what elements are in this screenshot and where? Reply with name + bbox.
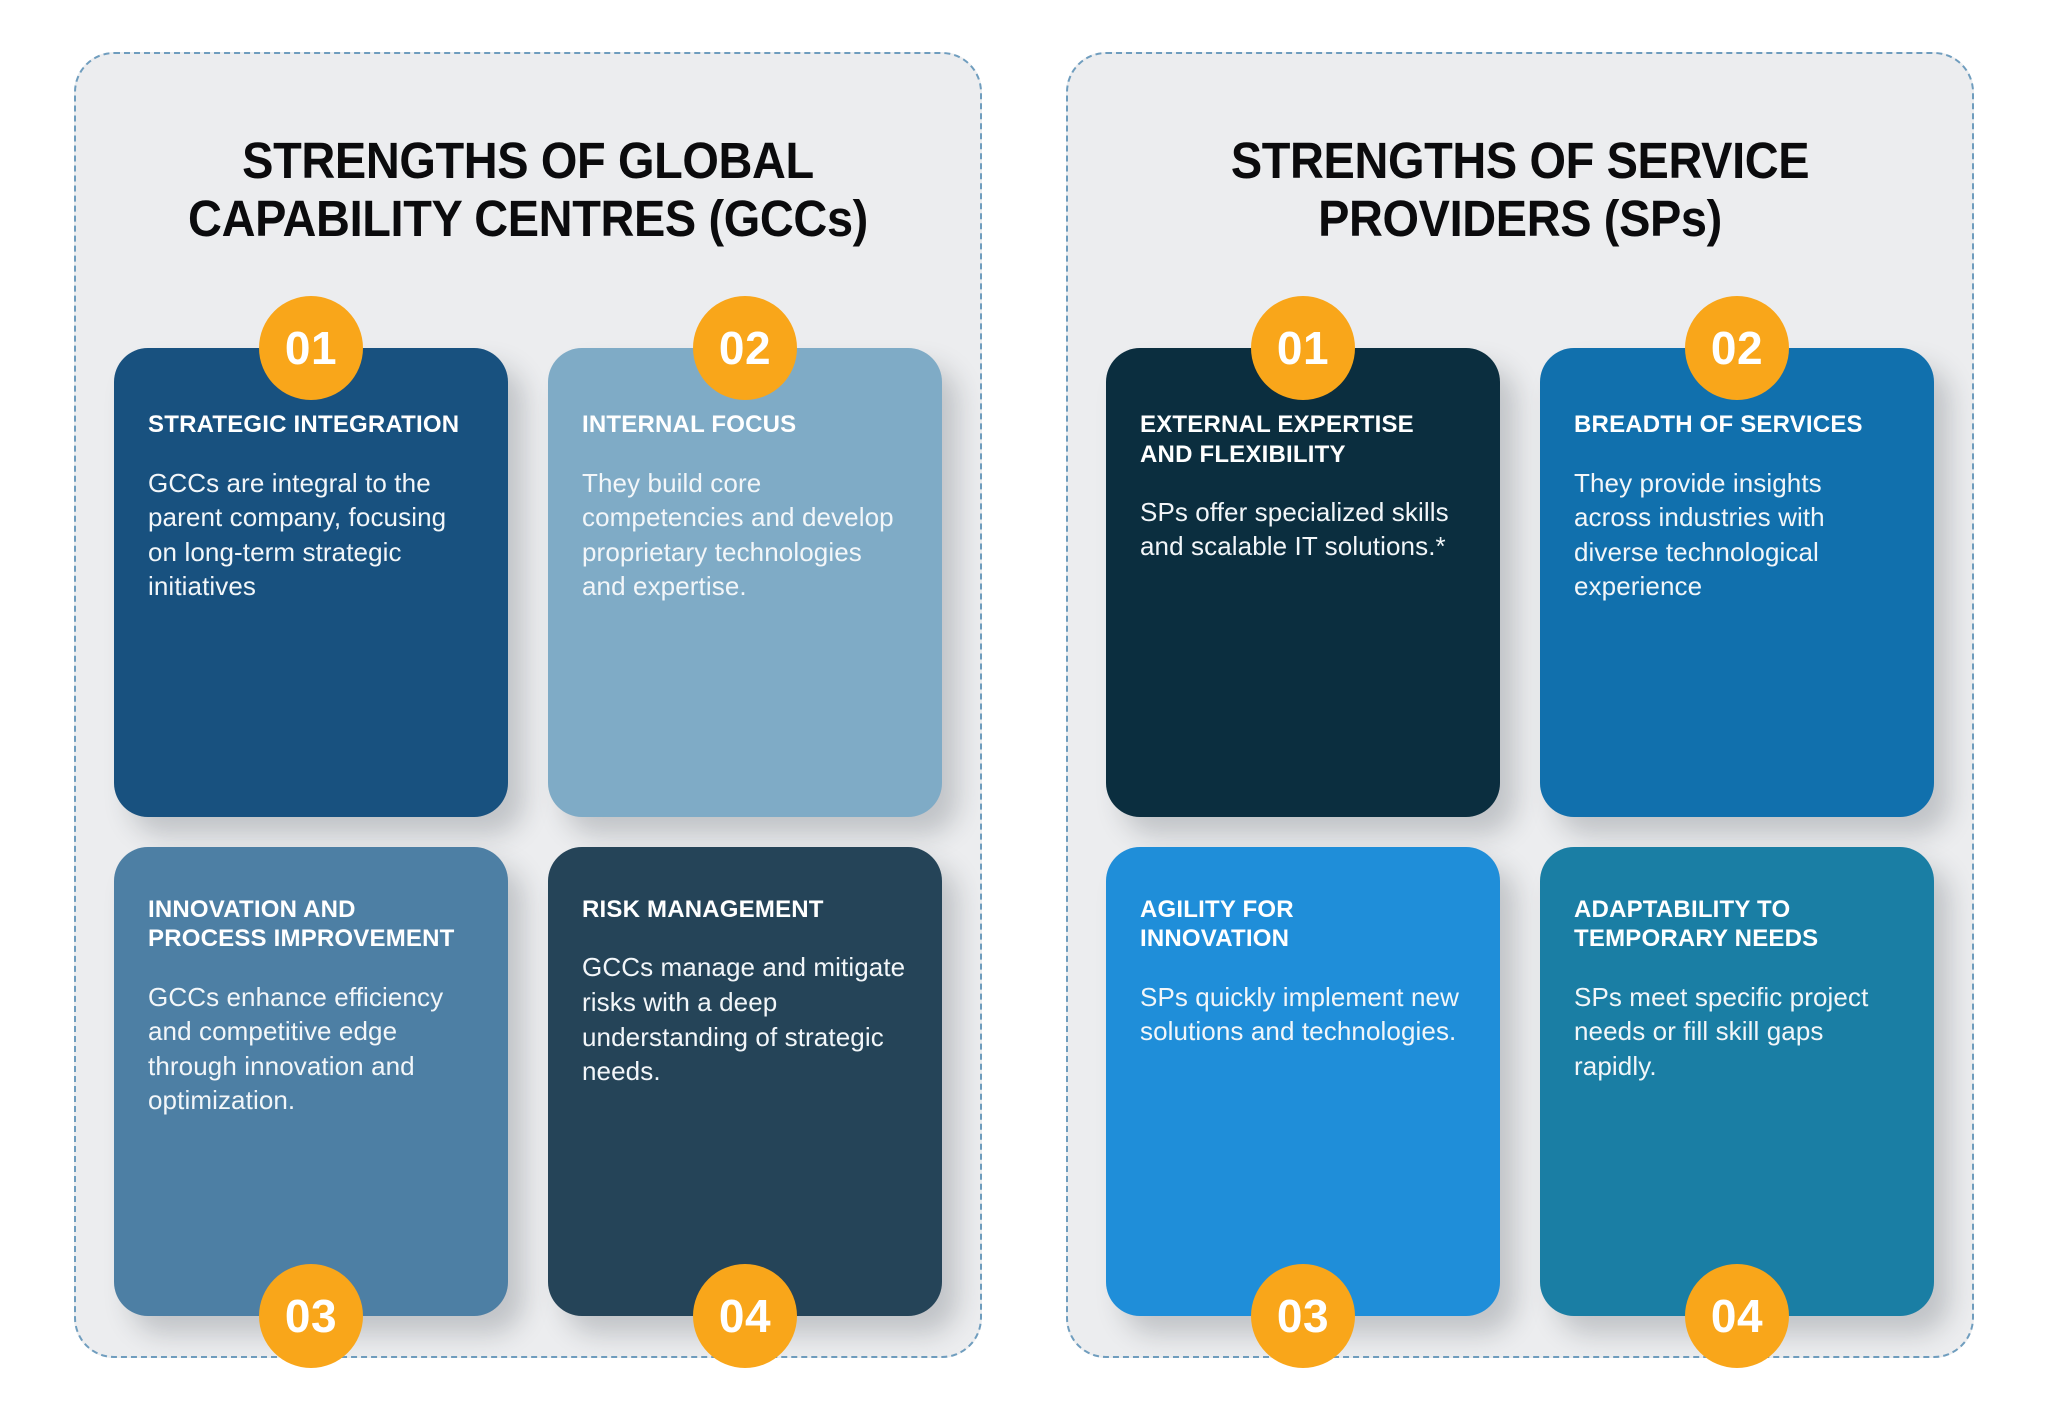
card-number-badge: 02 (693, 296, 797, 401)
card-title: AGILITY FOR INNOVATION (1140, 896, 1294, 953)
card-number-badge: 02 (1685, 296, 1789, 401)
card-title: RISK MANAGEMENT (582, 896, 824, 924)
card-cell: 01 STRATEGIC INTEGRATION GCCs are integr… (114, 296, 508, 818)
card-cell: 01 EXTERNAL EXPERTISE AND FLEXIBILITY SP… (1106, 296, 1500, 818)
card-body: GCCs manage and mitigate risks with a de… (582, 952, 906, 1087)
panel-gcc: STRENGTHS OF GLOBAL CAPABILITY CENTRES (… (74, 52, 982, 1368)
panel-gcc-card-grid: 01 STRATEGIC INTEGRATION GCCs are integr… (114, 270, 942, 1368)
card-number-badge: 03 (259, 1264, 363, 1368)
card-breadth-of-services[interactable]: BREADTH OF SERVICES They provide insight… (1540, 348, 1934, 818)
card-body: GCCs are integral to the parent company,… (148, 467, 447, 602)
card-cell: 02 INTERNAL FOCUS They build core compet… (548, 296, 942, 818)
card-cell: 04 RISK MANAGEMENT GCCs manage and mitig… (548, 847, 942, 1368)
card-body: They provide insights across industries … (1574, 467, 1825, 602)
card-cell: 04 ADAPTABILITY TO TEMPORARY NEEDS SPs m… (1540, 847, 1934, 1368)
card-title: EXTERNAL EXPERTISE AND FLEXIBILITY (1140, 411, 1414, 468)
card-external-expertise-flexibility[interactable]: EXTERNAL EXPERTISE AND FLEXIBILITY SPs o… (1106, 348, 1500, 818)
panel-gcc-title: STRENGTHS OF GLOBAL CAPABILITY CENTRES (… (188, 132, 868, 248)
card-innovation-process-improvement[interactable]: INNOVATION AND PROCESS IMPROVEMENT GCCs … (114, 847, 508, 1316)
card-number-badge: 04 (693, 1264, 797, 1368)
card-body: They build core competencies and develop… (582, 467, 894, 602)
panel-sp-title: STRENGTHS OF SERVICE PROVIDERS (SPs) (1230, 132, 1810, 248)
card-risk-management[interactable]: RISK MANAGEMENT GCCs manage and mitigate… (548, 847, 942, 1316)
card-adaptability-temporary-needs[interactable]: ADAPTABILITY TO TEMPORARY NEEDS SPs meet… (1540, 847, 1934, 1316)
card-cell: 03 INNOVATION AND PROCESS IMPROVEMENT GC… (114, 847, 508, 1368)
card-strategic-integration[interactable]: STRATEGIC INTEGRATION GCCs are integral … (114, 348, 508, 818)
card-number-badge: 01 (259, 296, 363, 401)
panel-sp: STRENGTHS OF SERVICE PROVIDERS (SPs) 01 … (1066, 52, 1974, 1368)
card-title: INNOVATION AND PROCESS IMPROVEMENT (148, 896, 455, 953)
card-title: BREADTH OF SERVICES (1574, 411, 1863, 439)
card-title: STRATEGIC INTEGRATION (148, 411, 460, 439)
card-cell: 03 AGILITY FOR INNOVATION SPs quickly im… (1106, 847, 1500, 1368)
card-internal-focus[interactable]: INTERNAL FOCUS They build core competenc… (548, 348, 942, 818)
card-body: SPs meet specific project needs or fill … (1574, 981, 1869, 1081)
card-title: INTERNAL FOCUS (582, 411, 797, 439)
card-body: SPs offer specialized skills and scalabl… (1140, 496, 1449, 562)
card-body: SPs quickly implement new solutions and … (1140, 981, 1459, 1047)
card-body: GCCs enhance efficiency and competitive … (148, 981, 444, 1116)
card-title: ADAPTABILITY TO TEMPORARY NEEDS (1574, 896, 1819, 953)
card-cell: 02 BREADTH OF SERVICES They provide insi… (1540, 296, 1934, 818)
card-number-badge: 03 (1251, 1264, 1355, 1368)
card-number-badge: 04 (1685, 1264, 1789, 1368)
panel-sp-card-grid: 01 EXTERNAL EXPERTISE AND FLEXIBILITY SP… (1106, 270, 1934, 1368)
card-number-badge: 01 (1251, 296, 1355, 401)
card-agility-for-innovation[interactable]: AGILITY FOR INNOVATION SPs quickly imple… (1106, 847, 1500, 1316)
